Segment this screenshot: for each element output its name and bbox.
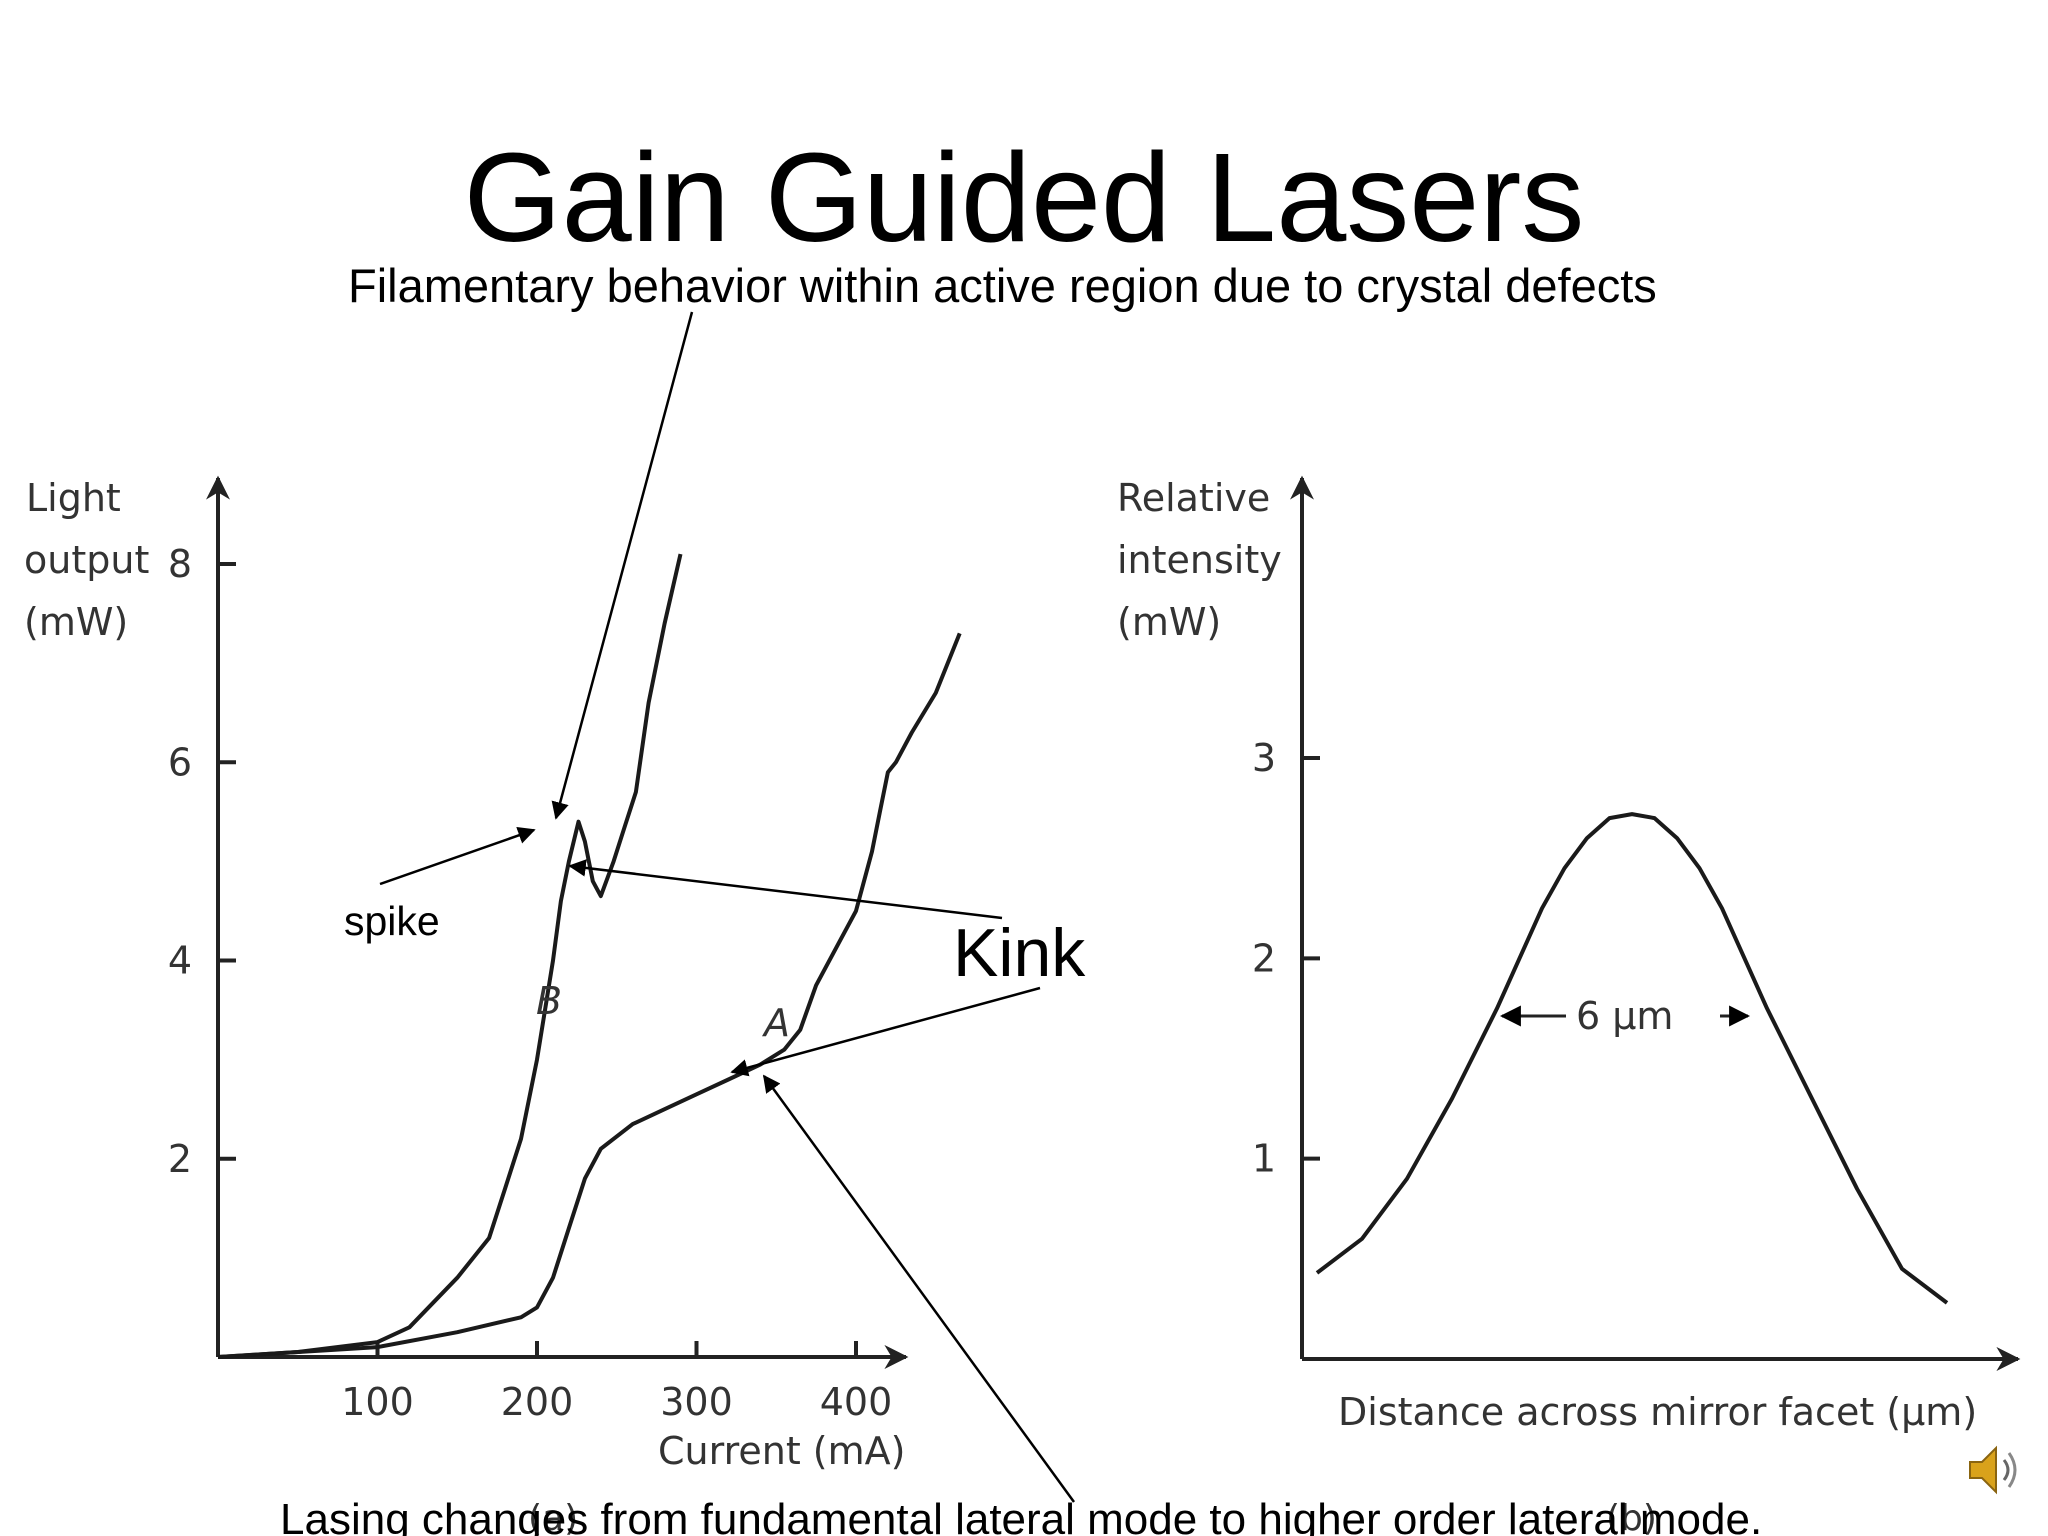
panel-a-ylabel-line-3: (mW) (24, 600, 128, 644)
panel-a-y-tick-label: 4 (168, 939, 192, 983)
panel-a-ylabel-line-1: Light (26, 476, 121, 520)
panel-b-ylabel-line-1: Relative (1117, 476, 1270, 520)
panel-b-panel-label: (b) (1606, 1498, 1657, 1536)
slide-subtitle: Filamentary behavior within active regio… (348, 259, 1657, 312)
panel-b-ylabel-line-3: (mW) (1117, 600, 1221, 644)
panel-a-x-tick-label: 100 (341, 1380, 414, 1424)
spike-arrow (379, 826, 536, 886)
filament-arrow (551, 311, 694, 820)
panel-a-series-a (217, 632, 962, 1359)
spike-label: spike (344, 898, 440, 944)
panel-a-series-b (217, 553, 683, 1359)
width-annotation-label: 6 µm (1576, 994, 1673, 1038)
panel-a-xlabel: Current (mA) (658, 1429, 905, 1473)
panel-a-ylabel: Light output (mW) (24, 476, 149, 644)
slide-title: Gain Guided Lasers (463, 127, 1585, 268)
panel-a-curves (217, 553, 962, 1359)
kink-label: Kink (953, 915, 1086, 991)
panel-b-y-tick-label: 1 (1252, 1137, 1276, 1181)
speaker-icon[interactable] (1964, 1440, 2024, 1500)
panel-b-curves (1315, 812, 1949, 1305)
callout-arrows (379, 311, 1076, 1503)
panel-a-y-tick-label: 8 (168, 542, 192, 586)
panel-b-ylabel: Relative intensity (mW) (1117, 476, 1282, 644)
panel-a-x-tick-label: 400 (820, 1380, 893, 1424)
panel-a-ylabel-line-2: output (24, 538, 149, 582)
panel-b-xlabel: Distance across mirror facet (µm) (1338, 1390, 1977, 1434)
panel-a-x-tick-label: 200 (501, 1380, 574, 1424)
panel-b-ticks: 1 2 3 (1252, 736, 1320, 1181)
panel-a-panel-label: (a) (528, 1498, 578, 1536)
panel-b-ylabel-line-2: intensity (1117, 538, 1282, 582)
panel-a-ticks: 100 200 300 400 2 4 6 8 (168, 542, 892, 1424)
panel-a-y-tick-label: 6 (168, 740, 192, 784)
kink-arrow-a (730, 986, 1041, 1077)
panel-b-series-profile (1315, 812, 1949, 1305)
panel-b-y-tick-label: 2 (1252, 936, 1276, 980)
panel-b-axes (1290, 475, 2021, 1371)
slide-caption: Lasing changes from fundamental lateral … (280, 1495, 1763, 1536)
panel-a-y-tick-label: 2 (168, 1137, 192, 1181)
panel-a-curve-label-a: A (761, 1001, 790, 1045)
panel-a-curve-label-b: B (536, 979, 562, 1023)
panel-a-x-tick-label: 300 (660, 1380, 733, 1424)
mode-change-arrow (762, 1074, 1076, 1503)
panel-b-width-annotation: 6 µm (1499, 994, 1751, 1038)
panel-a-axes (206, 475, 909, 1369)
panel-b-y-tick-label: 3 (1252, 736, 1276, 780)
kink-arrow-b (568, 859, 1003, 920)
